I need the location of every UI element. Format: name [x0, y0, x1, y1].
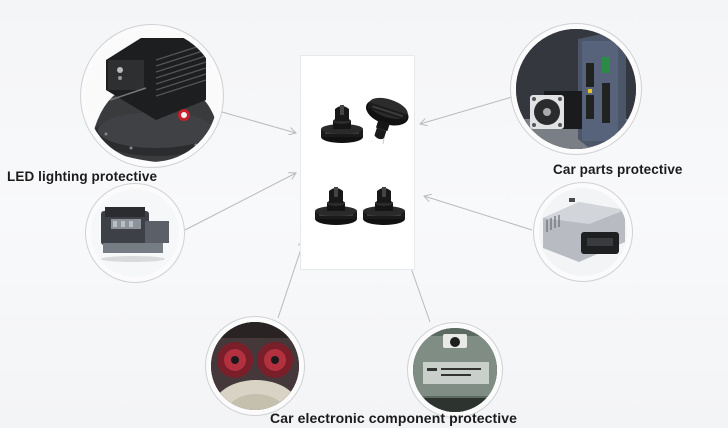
clip-icon — [321, 105, 363, 143]
clip-icon — [315, 187, 357, 225]
servo-motor-driver-icon — [516, 29, 636, 149]
clip-icon — [365, 97, 409, 145]
arrow-ecu-right — [424, 196, 533, 231]
ecu-module-icon — [543, 198, 625, 262]
label-led-lighting: LED lighting protective — [7, 169, 158, 184]
label-car-parts: Car parts protective — [553, 162, 683, 177]
arrow-led — [221, 111, 296, 133]
engine-image — [85, 183, 185, 283]
arrow-servo — [420, 96, 513, 124]
dashboard-gauges-icon — [211, 322, 299, 410]
led-lamp-image — [80, 24, 224, 168]
led-high-bay-lamp-icon — [94, 38, 218, 162]
clip-icon — [363, 187, 405, 225]
ecu-bottom-image — [407, 322, 503, 418]
product-box — [300, 55, 415, 270]
car-engine-icon — [101, 207, 169, 262]
arrow-engine — [184, 173, 296, 231]
servo-image — [510, 23, 642, 155]
gauges-image — [205, 316, 305, 416]
bosch-ecu-icon — [413, 328, 497, 412]
ecu-right-image — [533, 182, 633, 282]
label-car-electronic: Car electronic component protective — [270, 410, 518, 426]
